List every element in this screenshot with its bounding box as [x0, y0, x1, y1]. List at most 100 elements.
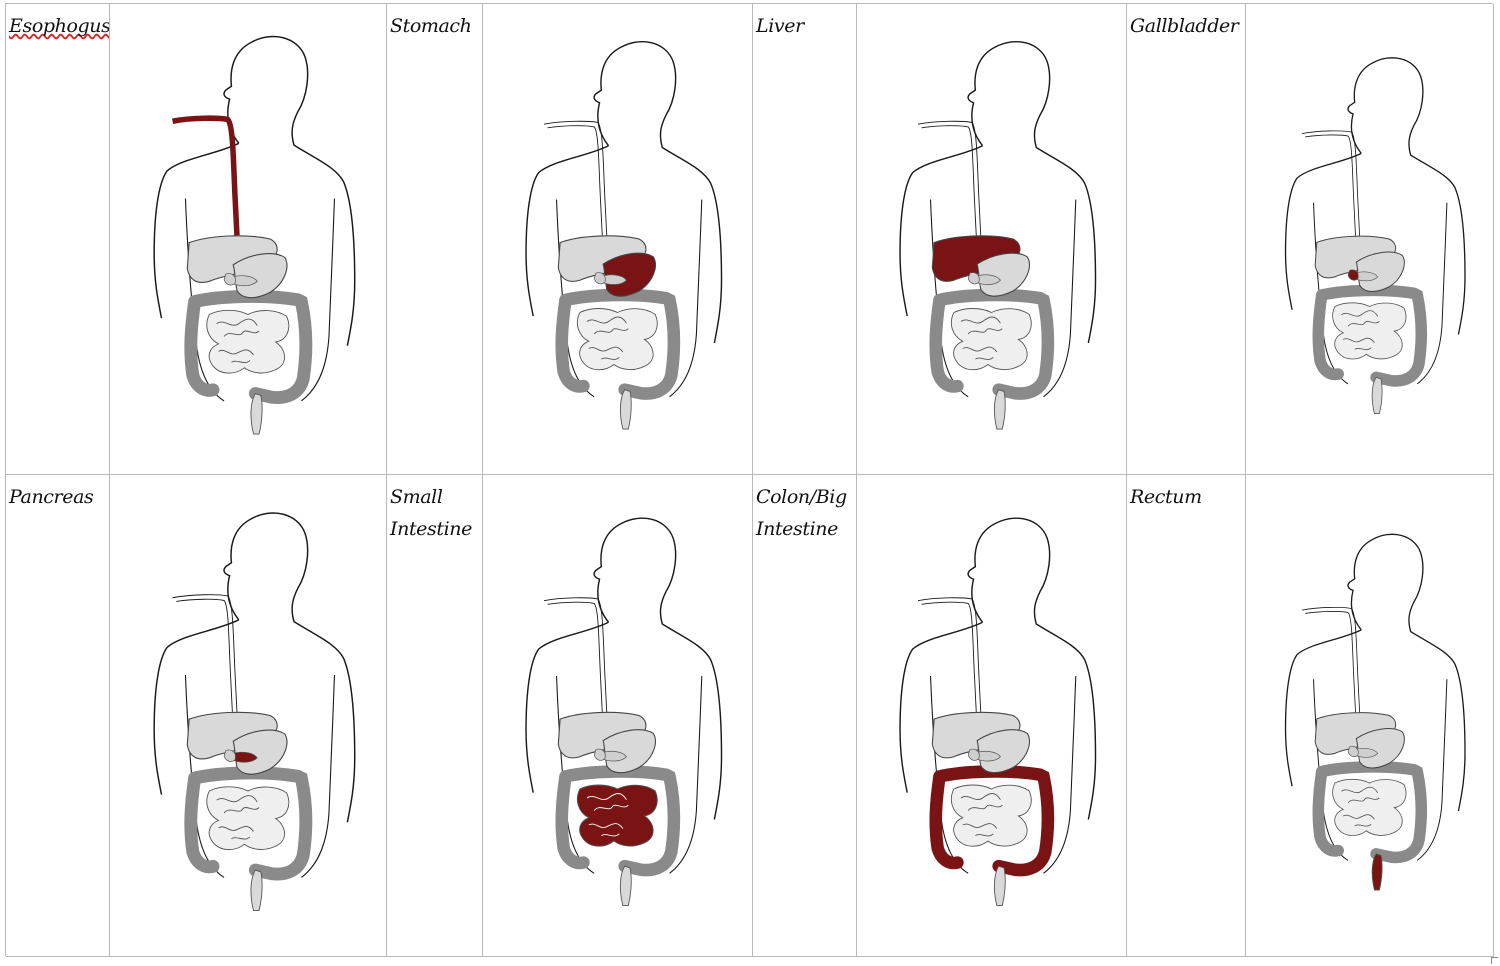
body-diagram-stomach [483, 4, 753, 475]
small-intestine-shape [951, 784, 1032, 847]
page-corner-mark [1491, 957, 1498, 964]
label-cell-esophagus: Esophogus [6, 4, 110, 475]
body-outline [899, 517, 1097, 820]
organ-label: Small Intestine [390, 486, 472, 540]
body-diagram-colon [857, 475, 1127, 957]
esophagus-outline [172, 594, 238, 712]
esophagus-outline [1301, 606, 1361, 713]
small-intestine-coils [960, 793, 1003, 837]
label-cell-rectum: Rectum [1127, 475, 1246, 957]
rectum-shape [619, 865, 632, 907]
body-diagram-esophagus [110, 4, 387, 475]
rectum-shape [993, 389, 1006, 430]
label-cell-liver: Liver [753, 4, 857, 475]
pancreas-shape [975, 274, 1001, 285]
pancreas-shape [231, 751, 258, 763]
body-diagram-rectum [1246, 475, 1494, 957]
colon-shape [184, 289, 313, 405]
human-torso-figure [899, 517, 1097, 907]
label-cell-stomach: Stomach [387, 4, 483, 475]
small-intestine-shape [1332, 302, 1407, 360]
torso-group [525, 517, 723, 907]
small-intestine-shape [206, 309, 290, 374]
gallbladder-shape [1347, 746, 1359, 758]
torso-group [899, 40, 1097, 430]
body-outline [153, 35, 356, 346]
small-intestine-coils [1341, 786, 1380, 827]
body-diagram-pancreas [110, 475, 387, 957]
rectum-shape [1371, 376, 1383, 414]
small-intestine-shape [577, 308, 658, 371]
body-diagram-gallbladder [1246, 4, 1494, 475]
esophagus-outline [543, 597, 608, 712]
pancreas-shape [601, 274, 627, 285]
organ-label: Stomach [390, 15, 472, 37]
pancreas-shape [601, 750, 627, 762]
pancreas-shape [1354, 271, 1379, 282]
rectum-shape [619, 389, 632, 430]
colon-shape [555, 765, 681, 877]
pancreas-shape [1354, 748, 1379, 758]
esophagus-outline [917, 597, 982, 712]
colon-shape [1312, 284, 1427, 387]
esophagus-inner-outline [1305, 611, 1356, 713]
label-cell-small-intestine: Small Intestine [387, 475, 483, 957]
label-cell-gallbladder: Gallbladder [1127, 4, 1246, 475]
esophagus-inner-outline [921, 125, 977, 236]
torso-group [525, 40, 723, 430]
small-intestine-shape [1332, 778, 1407, 836]
colon-shape [1312, 761, 1427, 864]
rectum-shape [1371, 853, 1383, 891]
torso-group [153, 512, 356, 911]
organ-label: Liver [756, 15, 804, 37]
esophagus-inner-outline [547, 601, 603, 712]
small-intestine-coils [586, 316, 629, 360]
gallbladder-shape [223, 273, 236, 286]
human-torso-figure [899, 40, 1097, 430]
gallbladder-shape [593, 748, 606, 761]
human-torso-figure [525, 517, 723, 907]
torso-group [153, 35, 356, 435]
small-intestine-coils [586, 793, 629, 837]
human-torso-figure [1284, 57, 1466, 414]
human-torso-figure [525, 40, 723, 430]
gallbladder-shape [223, 749, 236, 762]
body-outline [153, 512, 356, 823]
organ-label: Rectum [1130, 486, 1202, 508]
organ-label: Colon/Big Intestine [756, 486, 847, 540]
human-torso-figure [153, 35, 356, 435]
body-outline [525, 517, 723, 820]
small-intestine-coils [216, 795, 260, 840]
colon-shape [929, 765, 1055, 877]
small-intestine-shape [577, 784, 658, 847]
esophagus-inner-outline [176, 598, 233, 712]
rectum-shape [250, 393, 263, 435]
torso-group [1284, 57, 1466, 414]
rectum-shape [993, 865, 1006, 907]
esophagus-shape [172, 115, 240, 236]
organ-worksheet-table: Esophogus Stomach Liver Gallbladder Panc… [5, 3, 1494, 957]
body-outline [525, 40, 723, 344]
small-intestine-coils [1341, 310, 1380, 350]
esophagus-outline [543, 120, 608, 236]
small-intestine-shape [206, 786, 290, 851]
organ-label: Esophogus [9, 15, 110, 37]
label-cell-pancreas: Pancreas [6, 475, 110, 957]
body-diagram-liver [857, 4, 1127, 475]
gallbladder-shape [593, 272, 606, 285]
small-intestine-coils [960, 316, 1003, 360]
body-outline [1284, 57, 1466, 335]
esophagus-inner-outline [547, 125, 603, 236]
rectum-shape [250, 869, 263, 911]
esophagus-inner-outline [921, 601, 977, 712]
body-outline [1284, 533, 1466, 812]
torso-group [899, 517, 1097, 907]
torso-group [1284, 533, 1466, 891]
gallbladder-shape [967, 272, 980, 285]
pancreas-shape [975, 750, 1001, 762]
pancreas-shape [231, 275, 258, 287]
organ-label: Gallbladder [1130, 15, 1239, 37]
gallbladder-shape [1347, 269, 1359, 281]
small-intestine-coils [216, 318, 260, 363]
gallbladder-shape [967, 748, 980, 761]
